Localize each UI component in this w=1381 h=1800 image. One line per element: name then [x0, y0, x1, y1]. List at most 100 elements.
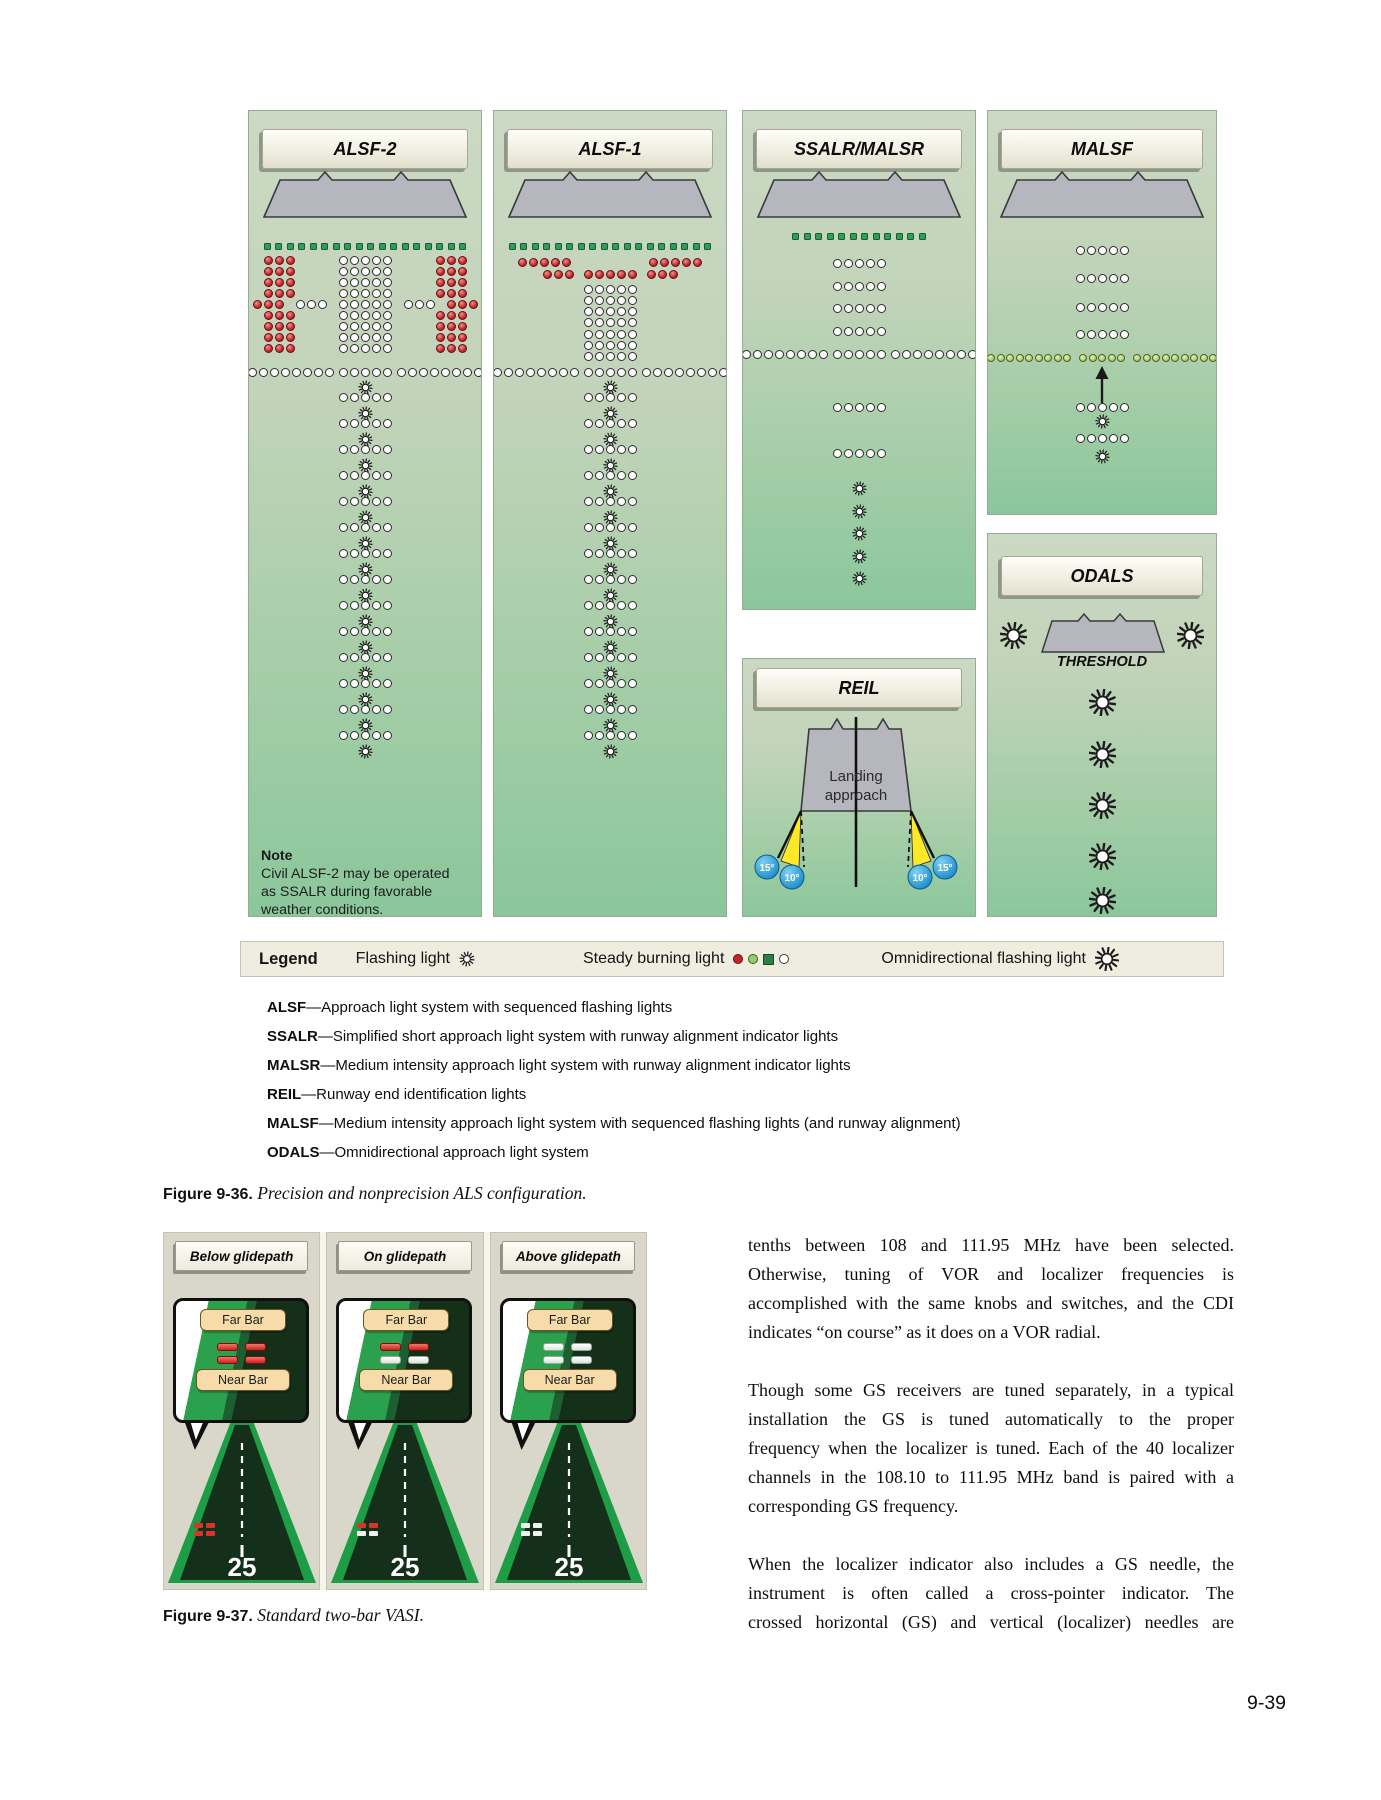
- runway-end-graphic: [999, 171, 1205, 218]
- steady-green-light: [1133, 354, 1141, 362]
- steady-white-light: [302, 368, 312, 377]
- light-row: [249, 653, 481, 662]
- steady-white-light: [382, 627, 392, 636]
- steady-white-light: [594, 296, 604, 305]
- steady-white-light: [349, 289, 359, 298]
- steady-white-light: [1097, 403, 1107, 412]
- steady-white-light: [558, 368, 568, 377]
- light-group: [338, 601, 392, 610]
- light-group: [832, 282, 886, 291]
- steady-white-light: [583, 523, 593, 532]
- steady-white-light: [605, 330, 615, 339]
- flashing-light-icon: [851, 481, 867, 496]
- steady-white-light: [583, 352, 593, 361]
- figure-caption-text: Precision and nonprecision ALS configura…: [257, 1183, 587, 1203]
- legend-bar: Legend Flashing light Steady burning lig…: [240, 941, 1224, 977]
- steady-white-light: [349, 705, 359, 714]
- definition-item: SSALR—Simplified short approach light sy…: [267, 1028, 839, 1045]
- light-group: [357, 744, 373, 759]
- light-row: [494, 575, 726, 584]
- light-group: [435, 311, 467, 320]
- light-row: [743, 526, 975, 541]
- steady-green-light: [1161, 354, 1170, 362]
- runway-number: 25: [554, 1552, 583, 1582]
- legend-steady-label: Steady burning light: [582, 950, 725, 967]
- light-row: [494, 731, 726, 740]
- steady-red-light: [457, 322, 467, 331]
- steady-red-light: [263, 300, 273, 309]
- light-row: [494, 627, 726, 636]
- light-group: [357, 458, 373, 473]
- steady-white-light: [306, 300, 316, 309]
- light-group: [1075, 403, 1129, 412]
- light-row: [988, 274, 1216, 283]
- steady-white-light: [360, 322, 370, 331]
- light-row: [249, 393, 481, 402]
- flashing-light-icon: [851, 504, 867, 519]
- steady-white-light: [547, 368, 557, 377]
- steady-white-light: [382, 267, 392, 276]
- green-threshold-light: [907, 233, 915, 240]
- runway-end-graphic: [756, 171, 962, 218]
- light-row: [249, 311, 481, 320]
- steady-red-light: [435, 278, 445, 287]
- light-group: [1075, 434, 1129, 443]
- steady-white-light: [349, 278, 359, 287]
- steady-white-light: [685, 368, 695, 377]
- light-group: [641, 368, 726, 377]
- steady-white-light: [865, 350, 875, 359]
- steady-white-light: [616, 705, 626, 714]
- steady-green-light: [1171, 354, 1179, 362]
- steady-white-light: [594, 705, 604, 714]
- light-group: [583, 352, 637, 361]
- steady-red-light: [605, 270, 615, 279]
- steady-red-light: [285, 344, 295, 353]
- light-row: [988, 622, 1216, 649]
- light-group: [338, 575, 392, 584]
- steady-white-light: [382, 679, 392, 688]
- steady-red-light: [274, 289, 284, 298]
- light-group: [602, 640, 618, 655]
- steady-white-light: [349, 497, 359, 506]
- light-group: [1075, 303, 1129, 312]
- light-group: [583, 601, 637, 610]
- steady-white-light: [360, 300, 370, 309]
- angle-label: 10°: [784, 873, 799, 884]
- steady-white-light: [360, 445, 370, 454]
- light-row: [249, 445, 481, 454]
- steady-white-light: [627, 523, 637, 532]
- light-row: [249, 614, 481, 629]
- steady-red-light: [263, 311, 273, 320]
- steady-white-light: [1075, 274, 1085, 283]
- steady-white-light: [360, 333, 370, 342]
- light-row: [249, 666, 481, 681]
- light-group: [583, 393, 637, 402]
- light-group: [338, 653, 392, 662]
- steady-white-light: [752, 350, 762, 359]
- steady-white-light: [1108, 403, 1118, 412]
- runway-end-graphic: [262, 171, 468, 218]
- steady-white-light: [371, 278, 381, 287]
- steady-white-light: [594, 285, 604, 294]
- steady-white-light: [291, 368, 301, 377]
- steady-white-light: [583, 705, 593, 714]
- panel-alsf2: ALSF-2 Note Civil ALSF-2 may be operated…: [248, 110, 482, 917]
- steady-white-light: [627, 368, 637, 377]
- light-group: [435, 333, 467, 342]
- light-group: [263, 322, 295, 331]
- page-number: 9-39: [1247, 1692, 1287, 1714]
- steady-red-light: [274, 322, 284, 331]
- light-row: [743, 481, 975, 496]
- light-group: [890, 350, 975, 359]
- steady-white-light: [605, 318, 615, 327]
- flashing-light-icon: [357, 484, 373, 499]
- steady-white-light: [349, 393, 359, 402]
- steady-white-light: [854, 327, 864, 336]
- steady-green-light: [1088, 354, 1097, 362]
- steady-white-light: [854, 350, 864, 359]
- steady-white-light: [1075, 434, 1085, 443]
- steady-white-light: [382, 278, 392, 287]
- steady-white-light: [473, 368, 481, 377]
- light-group: [338, 627, 392, 636]
- light-group: [583, 330, 637, 339]
